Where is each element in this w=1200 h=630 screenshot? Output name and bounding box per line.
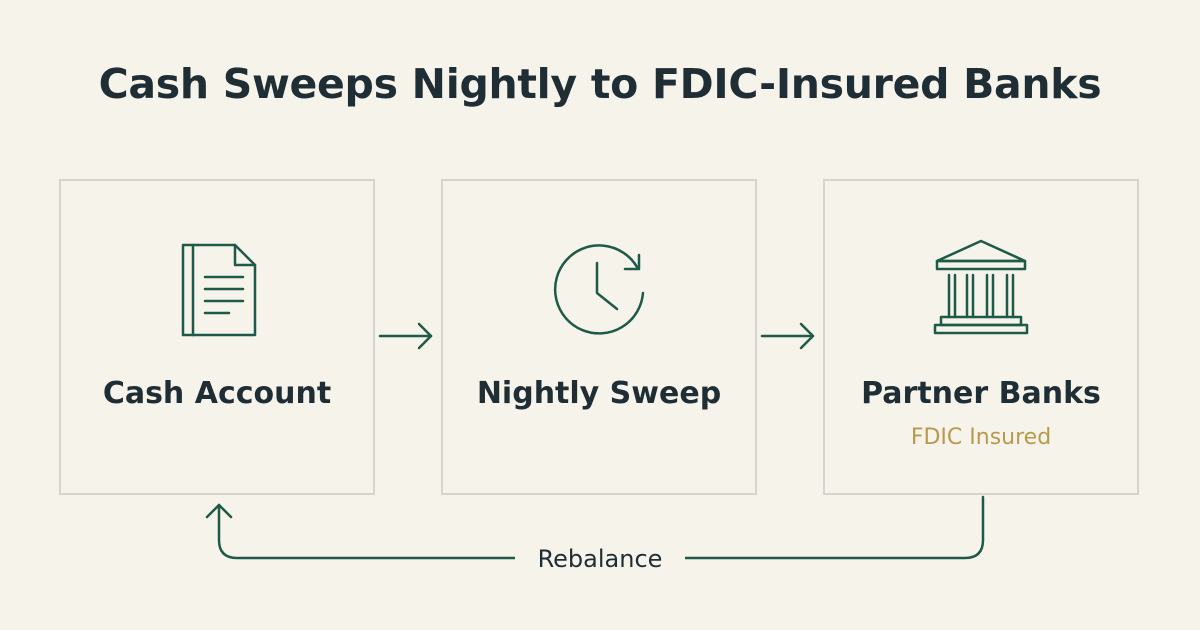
document-icon [181,243,257,337]
clock-refresh-icon [553,244,645,335]
node-label-partner-banks: Partner Banks [861,376,1101,411]
arrow-cash-to-sweep [378,322,433,350]
rebalance-label: Rebalance [515,543,685,575]
diagram-title: Cash Sweeps Nightly to FDIC-Insured Bank… [98,60,1102,108]
node-label-nightly-sweep: Nightly Sweep [476,376,722,411]
nightly-sweep-card: Nightly Sweep [441,179,757,495]
bank-icon [933,239,1029,335]
cash-account-card: Cash Account [59,179,375,495]
partner-banks-card: Partner Banks FDIC Insured [823,179,1139,495]
node-label-cash-account: Cash Account [102,376,332,411]
fdic-insured-badge: FDIC Insured [910,425,1052,450]
arrow-sweep-to-banks [760,322,815,350]
